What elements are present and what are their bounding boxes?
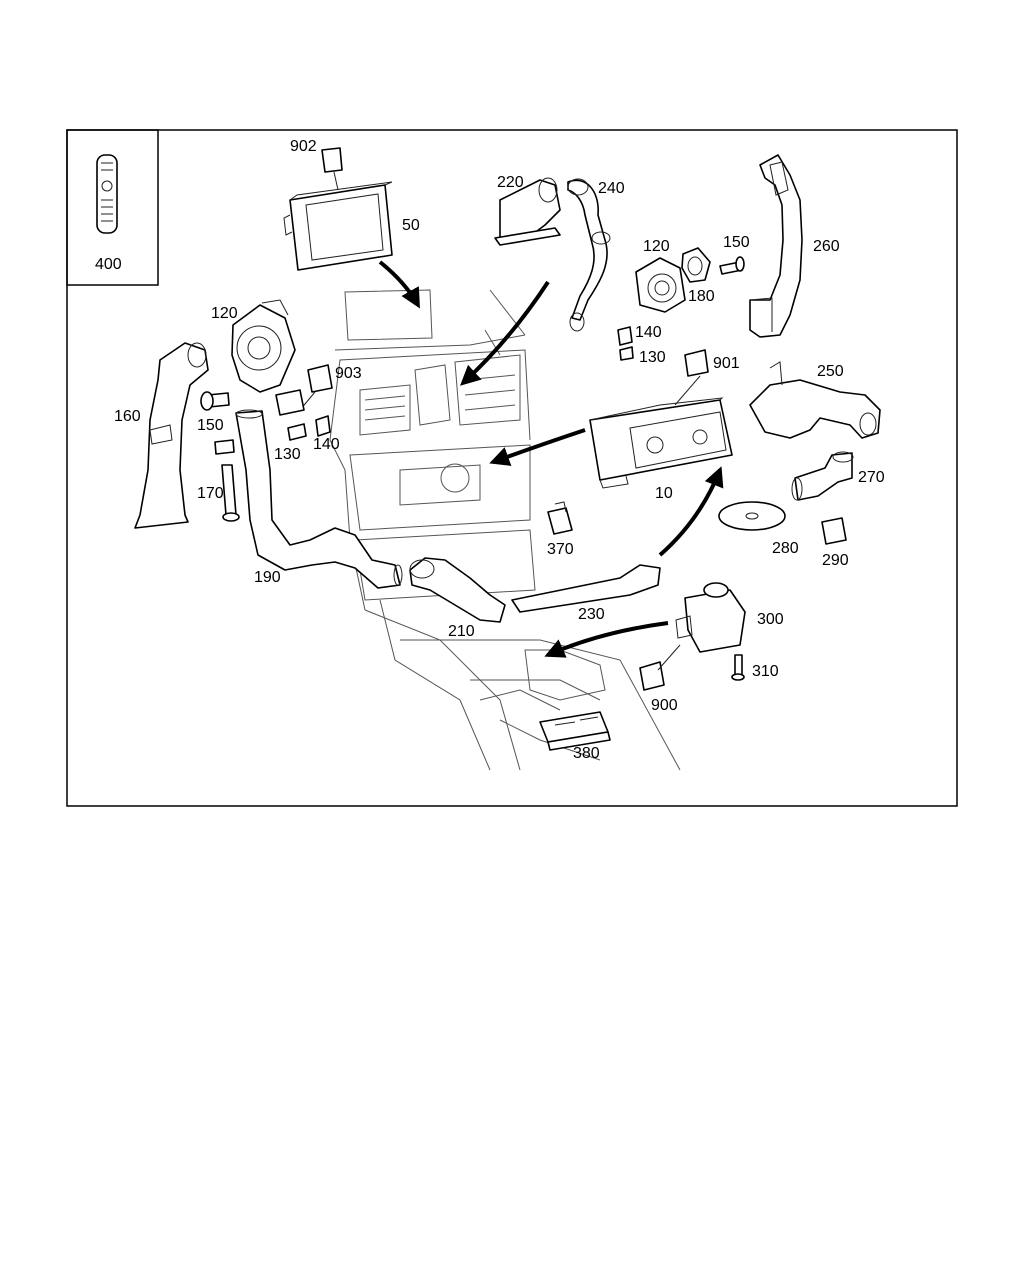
duct-250 (749, 361, 881, 439)
trim-230 (511, 564, 661, 613)
callout-120-left: 120 (211, 305, 238, 322)
label-tag-901 (684, 349, 709, 377)
clip-140-right (617, 326, 633, 346)
callout-903: 903 (335, 365, 362, 382)
callout-310: 310 (752, 663, 779, 680)
arrow-display-to-dash (378, 260, 420, 309)
arrow-headunit-to-dash (489, 428, 586, 466)
duct-210 (409, 557, 506, 623)
remote-control-400 (96, 154, 118, 234)
callout-170: 170 (197, 485, 224, 502)
callout-901: 901 (713, 355, 740, 372)
leader-901 (674, 375, 701, 406)
callout-130-left: 130 (274, 446, 301, 463)
screw-150-right (719, 256, 745, 275)
blower-120-left (231, 299, 296, 393)
callout-220: 220 (497, 174, 524, 191)
callout-130-right: 130 (639, 349, 666, 366)
callout-120-right: 120 (643, 238, 670, 255)
callout-150-left: 150 (197, 417, 224, 434)
blower-120-right (635, 257, 686, 313)
switch-panel-380 (539, 711, 611, 751)
card-290 (821, 517, 847, 545)
callout-260: 260 (813, 238, 840, 255)
arrow-controller-to-console (544, 621, 669, 658)
callout-50: 50 (402, 217, 420, 234)
diagram-frame (66, 129, 958, 807)
switch-370 (547, 501, 573, 535)
callout-160: 160 (114, 408, 141, 425)
screw-310 (731, 654, 745, 681)
bolt-170 (221, 464, 240, 522)
callout-370: 370 (547, 541, 574, 558)
callout-210: 210 (448, 623, 475, 640)
clip-small-left (214, 439, 235, 455)
callout-300: 300 (757, 611, 784, 628)
arrow-trim-to-headunit (658, 466, 724, 557)
display-unit-50 (283, 181, 393, 271)
callout-140-right: 140 (635, 324, 662, 341)
callout-140-left: 140 (313, 436, 340, 453)
connector-left (275, 389, 305, 416)
arrow-hose-to-vents (460, 280, 550, 386)
callout-10: 10 (655, 485, 673, 502)
head-unit-10 (589, 397, 733, 489)
dashboard-outline (329, 289, 681, 771)
callout-250: 250 (817, 363, 844, 380)
leader-902 (333, 171, 339, 191)
inset-frame (66, 129, 159, 286)
callout-270: 270 (858, 469, 885, 486)
clip-140-left (315, 415, 331, 437)
label-tag-903 (307, 364, 333, 393)
label-tag-902 (321, 147, 343, 173)
callout-190: 190 (254, 569, 281, 586)
gasket-180 (681, 247, 711, 283)
callout-902: 902 (290, 138, 317, 155)
callout-290: 290 (822, 552, 849, 569)
callout-240: 240 (598, 180, 625, 197)
hose-240 (567, 178, 611, 332)
clip-130-right (619, 346, 634, 361)
callout-400: 400 (95, 256, 122, 273)
leader-900 (657, 644, 681, 671)
duct-260 (749, 154, 803, 338)
disc-280 (718, 501, 786, 531)
clip-130-left (287, 423, 307, 441)
elbow-270 (791, 451, 854, 501)
controller-300 (675, 582, 746, 653)
label-tag-900 (639, 661, 665, 691)
duct-160 (134, 342, 209, 529)
hose-190 (235, 409, 403, 589)
callout-150-right: 150 (723, 234, 750, 251)
callout-230: 230 (578, 606, 605, 623)
callout-900: 900 (651, 697, 678, 714)
screw-150-left (200, 391, 230, 411)
callout-180: 180 (688, 288, 715, 305)
duct-220 (494, 177, 561, 246)
callout-280: 280 (772, 540, 799, 557)
callout-380: 380 (573, 745, 600, 762)
